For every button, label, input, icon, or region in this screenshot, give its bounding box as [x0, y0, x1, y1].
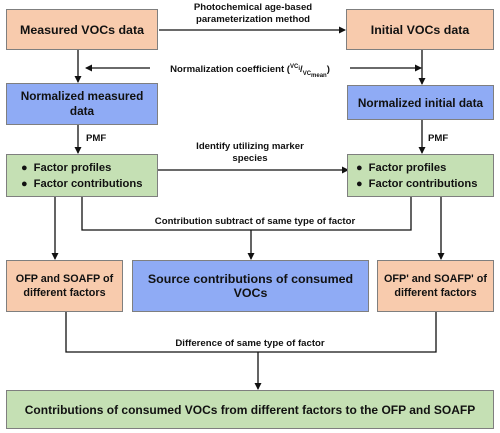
connector-subtract [81, 197, 412, 231]
normalization-mean: mean [311, 73, 327, 80]
normalization-suffix: ) [326, 64, 330, 76]
difference-label: Difference of same type of factor [150, 338, 350, 350]
normalized-measured-box: Normalized measured data [6, 83, 158, 125]
ofp-soafp-right-label: OFP' and SOAFP' of different factors [384, 273, 487, 299]
connector-difference [65, 312, 437, 353]
left-factor-profiles: Factor profiles [21, 160, 142, 176]
ofp-soafp-left-label: OFP and SOAFP of different factors [15, 273, 114, 299]
normalized-measured-label: Normalized measured data [20, 89, 144, 118]
measured-vocs-box: Measured VOCs data [6, 9, 158, 50]
source-contributions-label: Source contributions of consumed VOCs [147, 272, 354, 300]
initial-vocs-box: Initial VOCs data [346, 9, 494, 50]
normalization-prefix: Normalization coefficient ( [170, 64, 290, 76]
right-factors-list: Factor profiles Factor contributions [356, 160, 478, 192]
source-contributions-box: Source contributions of consumed VOCs [132, 260, 369, 312]
identify-marker-label: Identify utilizing marker species [196, 141, 304, 164]
right-factor-profiles: Factor profiles [356, 160, 477, 176]
ofp-soafp-right-box: OFP' and SOAFP' of different factors [377, 260, 494, 312]
left-factors-list: Factor profiles Factor contributions [21, 160, 143, 192]
normalization-slash: / [300, 64, 303, 76]
right-factors-box: Factor profiles Factor contributions [347, 154, 494, 197]
left-factors-box: Factor profiles Factor contributions [6, 154, 158, 197]
subtract-label: Contribution subtract of same type of fa… [130, 216, 380, 228]
pmf-right-label: PMF [428, 133, 449, 144]
left-factor-contributions: Factor contributions [21, 176, 143, 192]
initial-vocs-label: Initial VOCs data [370, 22, 470, 37]
normalization-vc-i: VC [290, 64, 299, 70]
normalization-label: Normalization coefficient (VCi/VCmean) [150, 61, 350, 83]
normalization-i: i [298, 66, 301, 73]
final-result-label: Contributions of consumed VOCs from diff… [24, 402, 476, 417]
normalized-initial-box: Normalized initial data [347, 85, 494, 120]
photochemical-label: Photochemical age-based parameterization… [193, 2, 313, 25]
pmf-left-label: PMF [86, 133, 107, 144]
ofp-soafp-left-box: OFP and SOAFP of different factors [6, 260, 123, 312]
right-factor-contributions: Factor contributions [356, 176, 478, 192]
normalization-vc-mean: VC [302, 71, 312, 78]
measured-vocs-label: Measured VOCs data [20, 22, 144, 37]
normalized-initial-label: Normalized initial data [357, 95, 484, 110]
final-result-box: Contributions of consumed VOCs from diff… [6, 390, 494, 429]
